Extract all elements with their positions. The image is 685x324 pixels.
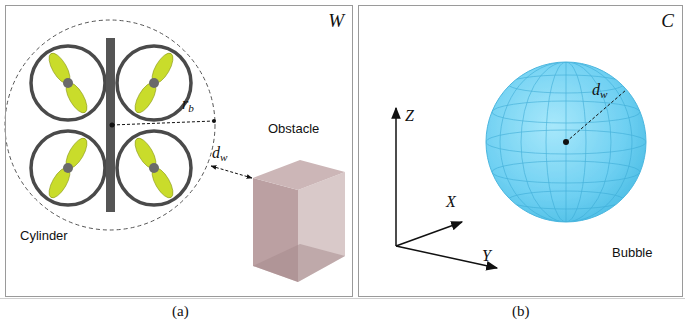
bubble-sphere [486,62,646,222]
panel-letter: W [328,10,344,32]
part-name: Obstacle [268,122,319,135]
axis-label: Z [405,108,414,124]
panel: W [5,5,353,297]
distance-label: dw [592,82,607,101]
axis-label: X [446,194,456,210]
obstacle-box [253,160,345,282]
part-name: Bubble [612,246,652,259]
separator [0,298,685,299]
distance-label: dw [212,145,227,164]
axis-label: Y [482,248,491,264]
radius-label: rb [182,96,194,115]
panel-letter: C [661,10,674,32]
panel-caption: (a) [172,304,189,319]
panel-caption: (b) [512,304,530,319]
part-name: Cylinder [20,229,68,242]
axes [396,108,497,268]
drone [5,20,252,230]
